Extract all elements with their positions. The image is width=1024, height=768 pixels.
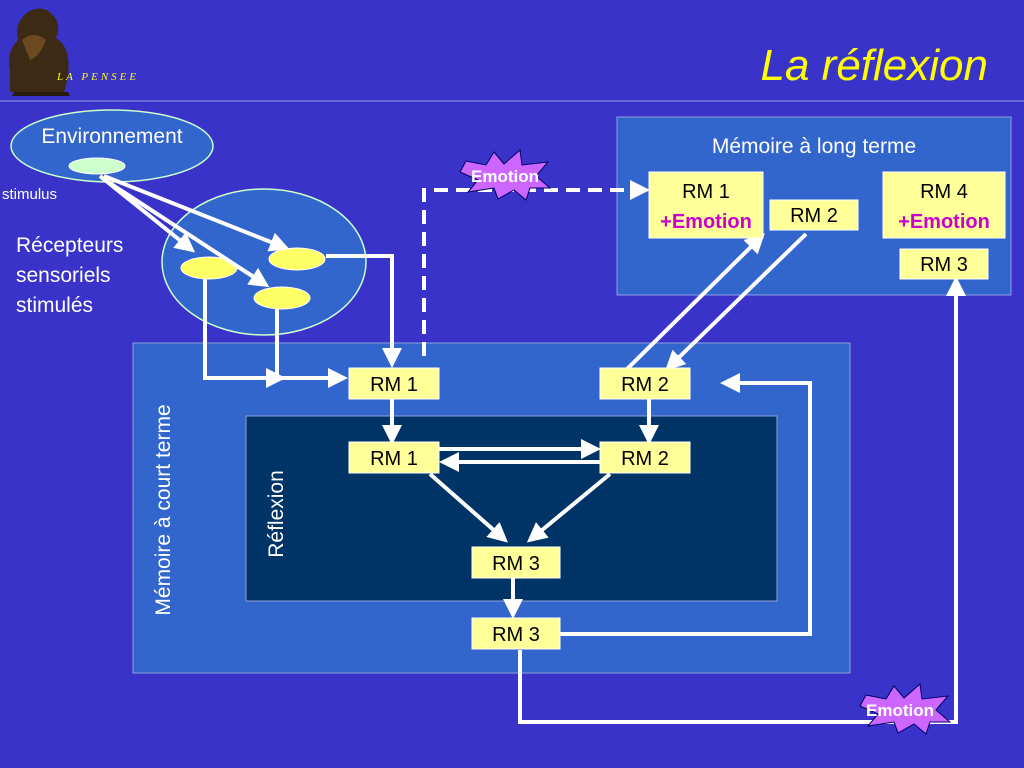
stm-rm3-output-box: RM 3 <box>471 617 561 650</box>
reflection-rm2-label: RM 2 <box>621 448 669 470</box>
emotion-label-top: Emotion <box>471 167 539 186</box>
reflection-rm2-box: RM 2 <box>599 441 691 474</box>
arrow-rm2-to-rm3 <box>526 472 612 543</box>
reflection-rm1-box: RM 1 <box>348 441 440 474</box>
connectors <box>98 174 966 724</box>
reflection-rm1-label: RM 1 <box>370 448 418 470</box>
receptor-3 <box>253 286 311 310</box>
stm-rm3-output-label: RM 3 <box>492 624 540 646</box>
stm-rm1-box: RM 1 <box>348 367 440 400</box>
arrow-loop-to-stm-rm2 <box>560 373 812 636</box>
ltm-rm4-box: RM 4 +Emotion <box>882 171 1006 239</box>
ltm-rm4-emotion: +Emotion <box>898 211 990 233</box>
reflection-rm3-label: RM 3 <box>492 553 540 575</box>
environment-ellipse <box>10 109 214 183</box>
ltm-rm3-box: RM 3 <box>899 248 989 280</box>
stm-rm2-label: RM 2 <box>621 374 669 396</box>
receptors-label-line3: stimulés <box>16 294 93 317</box>
dashed-arrow-emotion-ltm <box>422 180 650 356</box>
burst-icon <box>459 149 552 201</box>
ltm-rm2-box: RM 2 <box>769 199 859 231</box>
environment-label: Environnement <box>41 125 182 148</box>
arrow-stm-rm2-to-ltm-rm2 <box>624 233 765 372</box>
emotion-badge-top: Emotion <box>459 149 552 201</box>
receptors-label-line2: sensoriels <box>16 264 111 287</box>
arrow-receptor2-rm1 <box>326 254 402 368</box>
arrow-stimulus-receptor3 <box>100 176 270 288</box>
stimulus-ellipse <box>68 157 126 175</box>
arrow-rm3-to-ltm-rm3 <box>518 276 966 724</box>
emotion-label-bottom: Emotion <box>866 701 934 720</box>
arrow-rm1-to-rm3 <box>428 472 509 543</box>
reflection-label: Réflexion <box>265 470 288 558</box>
logo-caption: LA PENSEE <box>56 71 139 83</box>
reflection-rm3-box: RM 3 <box>471 546 561 579</box>
page-title: La réflexion <box>761 41 988 90</box>
arrow-ltm-rm2-to-stm-rm2 <box>665 232 808 371</box>
arrow-receptor1-rm1 <box>203 279 286 388</box>
arrow-stimulus-receptor2 <box>103 174 290 252</box>
short-term-memory-label: Mémoire à court terme <box>152 404 175 615</box>
emotion-badge-bottom: Emotion <box>859 683 952 735</box>
ltm-rm1-label: RM 1 <box>682 181 730 203</box>
ltm-rm1-box: RM 1 +Emotion <box>648 171 764 239</box>
burst-icon <box>859 683 952 735</box>
stm-rm1-label: RM 1 <box>370 374 418 396</box>
ltm-rm3-label: RM 3 <box>920 254 968 276</box>
ltm-rm2-label: RM 2 <box>790 205 838 227</box>
stimulus-label: stimulus <box>2 186 57 203</box>
stm-rm2-box: RM 2 <box>599 367 691 400</box>
logo <box>9 8 70 96</box>
receptor-2 <box>268 247 326 271</box>
receptors-label-line1: Récepteurs <box>16 234 123 257</box>
receptors-ellipse <box>161 188 367 336</box>
ltm-rm1-emotion: +Emotion <box>660 211 752 233</box>
long-term-memory-title: Mémoire à long terme <box>712 135 916 158</box>
arrow-receptor3-rm1 <box>275 309 348 388</box>
ltm-rm4-label: RM 4 <box>920 181 968 203</box>
